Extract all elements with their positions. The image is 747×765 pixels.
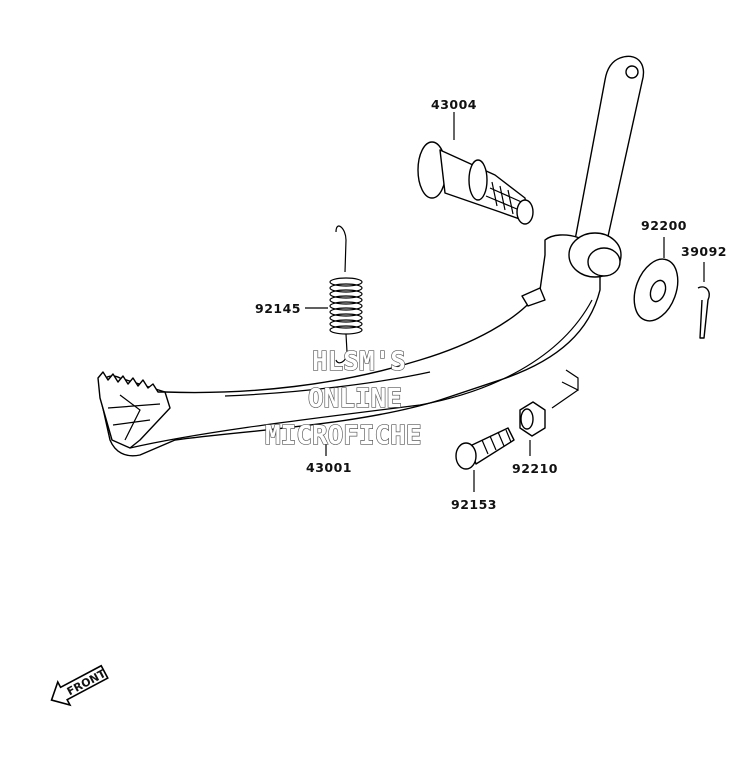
label-43004[interactable]: 43004: [431, 97, 477, 112]
label-92153[interactable]: 92153: [451, 497, 497, 512]
label-92210[interactable]: 92210: [512, 461, 558, 476]
pivot-shaft[interactable]: [417, 112, 534, 225]
watermark-line2: ONLINE: [308, 384, 402, 414]
washer[interactable]: [626, 237, 685, 327]
watermark-line3: MICROFICHE: [265, 421, 422, 451]
return-spring[interactable]: [305, 225, 363, 364]
watermark-line1: HLSM'S: [312, 347, 406, 377]
assembly-bracket: [551, 369, 579, 409]
label-92200[interactable]: 92200: [641, 218, 687, 233]
nut[interactable]: [519, 401, 546, 456]
adjuster-bolt[interactable]: [455, 427, 515, 492]
watermark: HLSM'S ONLINE MICROFICHE: [264, 346, 422, 451]
label-92145[interactable]: 92145: [255, 301, 301, 316]
front-label: FRONT: [65, 667, 109, 698]
label-43001[interactable]: 43001: [306, 460, 352, 475]
cotter-pin[interactable]: [697, 262, 710, 339]
front-arrow-icon: FRONT: [50, 664, 109, 707]
label-39092[interactable]: 39092: [681, 244, 727, 259]
brake-pedal[interactable]: [97, 55, 645, 457]
